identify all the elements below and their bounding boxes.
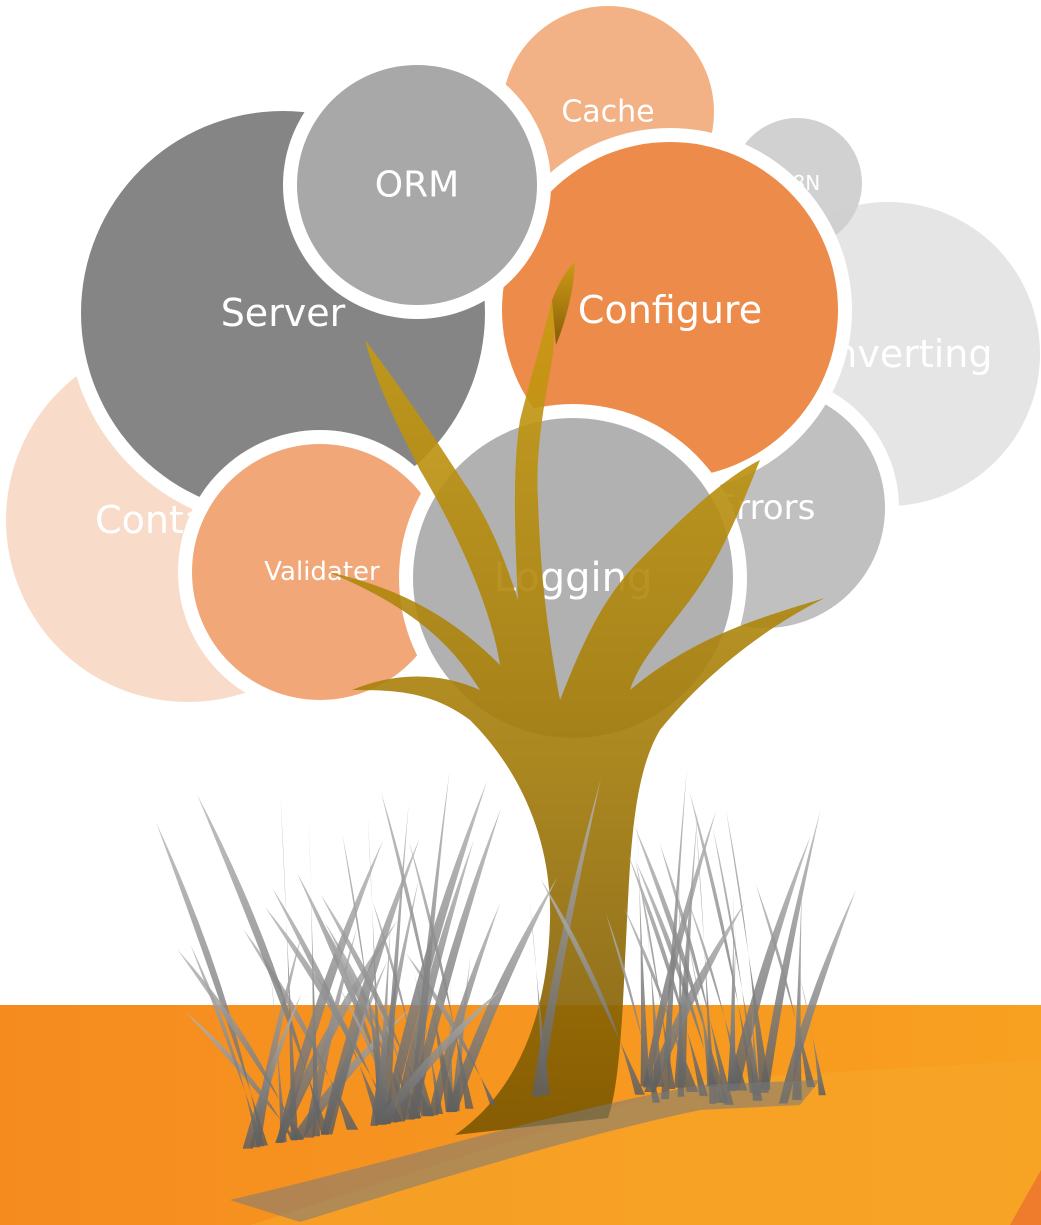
- grass-blade: [661, 767, 687, 1100]
- grass-blade: [529, 900, 551, 1095]
- grass-blade: [177, 949, 305, 1140]
- grass-blade: [645, 906, 664, 1087]
- grass-blade: [712, 828, 763, 1101]
- upper-branch: [552, 262, 575, 345]
- bubble-label-orm: ORM: [375, 165, 459, 206]
- grass-shadow: [230, 1080, 820, 1222]
- grass-blade: [408, 770, 450, 1119]
- grass-blade: [242, 993, 302, 1149]
- corner-accent: [1010, 1170, 1041, 1225]
- ground-shadow: [250, 1060, 1041, 1225]
- bubble-configure: Configure: [488, 128, 852, 492]
- grass-blade: [190, 944, 265, 1147]
- grass-blade: [185, 1011, 298, 1141]
- grass-blade: [393, 839, 474, 1122]
- grass-blade: [381, 791, 457, 1112]
- grass-blade: [156, 822, 268, 1146]
- grass-blade: [320, 894, 434, 1117]
- grass-blade: [605, 913, 661, 1103]
- grass-blade: [303, 927, 358, 1138]
- grass-blade: [409, 841, 474, 1109]
- grass-blade: [531, 778, 601, 1097]
- grass-blade: [688, 901, 748, 1091]
- bubble-label-server: Server: [221, 291, 346, 335]
- tree: [328, 262, 825, 1135]
- grass-blade: [374, 917, 392, 1125]
- grass-blade: [382, 781, 488, 1124]
- grass-blade: [340, 989, 403, 1122]
- bubble-cluster: ContainerConvertingI18NCacheErrorsServer…: [6, 6, 1040, 752]
- grass-blade: [270, 970, 287, 1143]
- grass-blade: [677, 834, 685, 1097]
- bubble-validater: Validater: [178, 430, 462, 714]
- grass-blade: [644, 902, 746, 1093]
- grass-blade: [275, 920, 398, 1144]
- grass-blade: [778, 890, 857, 1104]
- bubble-orm: ORM: [283, 51, 551, 319]
- grass-blade: [636, 805, 650, 1087]
- bubble-label-configure: Configure: [578, 288, 762, 332]
- grass-blade: [405, 953, 496, 1105]
- grass-blade: [276, 840, 384, 1143]
- grass-blade: [659, 843, 734, 1105]
- grass: [156, 767, 857, 1222]
- grass-blade: [408, 807, 502, 1120]
- grass-blade: [290, 1008, 411, 1140]
- grass-blade: [695, 809, 716, 1104]
- grass-blade: [372, 901, 434, 1117]
- grass-blade: [446, 877, 558, 1112]
- grass-blade: [749, 973, 761, 1096]
- grass-blade: [635, 857, 676, 1090]
- bubble-circle: [297, 65, 537, 305]
- grass-blade: [376, 987, 504, 1125]
- grass-blade: [800, 977, 826, 1096]
- grass-blade: [427, 902, 501, 1116]
- grass-blade: [381, 803, 409, 1124]
- grass-blade: [243, 929, 359, 1130]
- grass-blade: [540, 879, 645, 1095]
- grass-blade: [342, 834, 391, 1124]
- grass-blade: [628, 855, 708, 1097]
- grass-blade: [689, 791, 758, 1093]
- grass-blade: [197, 794, 330, 1135]
- grass-blade: [308, 812, 321, 1137]
- ground: [0, 1005, 1041, 1225]
- tree-trunk: [328, 300, 825, 1135]
- bubble-label-cache: Cache: [561, 95, 654, 130]
- grass-blade: [759, 810, 821, 1093]
- grass-blade: [634, 826, 729, 1103]
- grass-blade: [726, 809, 771, 1090]
- grass-blade: [280, 793, 299, 1141]
- bubble-circle: [502, 142, 838, 478]
- bubble-circle: [413, 418, 733, 738]
- bubble-circle: [192, 444, 448, 700]
- grass-blade: [310, 902, 415, 1120]
- grass-blade: [727, 925, 737, 1092]
